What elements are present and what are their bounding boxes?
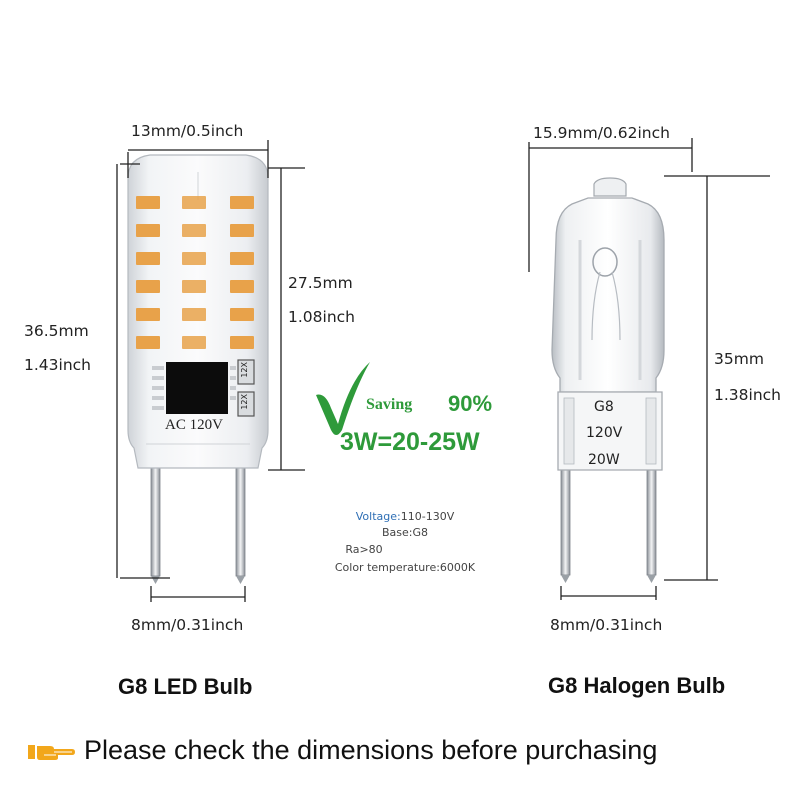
spec-voltage-label: Voltage: [355, 510, 401, 523]
led-body-marking: AC 120V [165, 417, 223, 433]
halogen-title: G8 Halogen Bulb [548, 673, 726, 698]
led-chip-label-top: 12X [240, 362, 249, 378]
led-dimension-lines [116, 140, 305, 602]
wattage-equivalence: 3W=20-25W [340, 428, 480, 456]
led-driver-chip [166, 362, 228, 414]
saving-label: Saving [366, 396, 413, 413]
spec-voltage: Voltage:110-130V [300, 510, 510, 523]
dimensions-notice: Please check the dimensions before purch… [84, 735, 658, 765]
led-width-label: 13mm/0.5inch [131, 122, 244, 140]
pointing-hand-icon [28, 740, 76, 764]
halogen-marking-base: G8 [594, 399, 614, 415]
led-body-height-inch: 1.08inch [288, 308, 355, 326]
led-body-height-mm: 27.5mm [288, 274, 353, 292]
led-pin-right [235, 457, 246, 577]
halogen-pin-right [646, 464, 657, 576]
led-chip-label-bottom: 12X [240, 394, 249, 410]
check-mark-icon [316, 362, 370, 435]
halogen-bulb [551, 177, 665, 583]
halogen-width-label: 15.9mm/0.62inch [533, 124, 670, 142]
spec-ra: Ra>80 [345, 543, 383, 556]
halogen-pin-left [560, 464, 571, 576]
halogen-base [557, 391, 663, 471]
led-bulb [127, 154, 269, 584]
led-pin-spacing-label: 8mm/0.31inch [131, 616, 244, 634]
led-total-height-mm: 36.5mm [24, 322, 89, 340]
halogen-dimension-lines [528, 138, 770, 600]
halogen-marking-voltage: 120V [586, 425, 623, 441]
halogen-marking-watt: 20W [588, 452, 620, 468]
halogen-height-mm: 35mm [714, 350, 764, 368]
halogen-pin-spacing-label: 8mm/0.31inch [550, 616, 663, 634]
halogen-glass-capsule [551, 197, 665, 393]
spec-voltage-value: 110-130V [400, 510, 455, 523]
led-title: G8 LED Bulb [118, 674, 253, 699]
led-chips [136, 196, 254, 349]
led-total-height-inch: 1.43inch [24, 356, 91, 374]
saving-percent: 90% [448, 391, 493, 416]
led-pin-left [150, 457, 161, 577]
spec-base: Base:G8 [381, 526, 428, 539]
halogen-height-inch: 1.38inch [714, 386, 781, 404]
spec-color-temperature: Color temperature:6000K [334, 561, 476, 574]
